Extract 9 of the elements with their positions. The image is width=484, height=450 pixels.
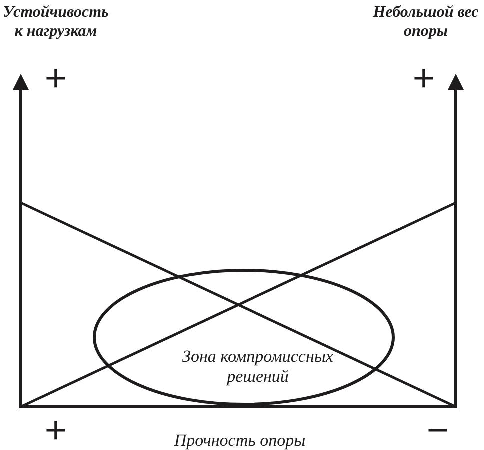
minus-sign: − [426,415,450,447]
plus-sign: + [412,63,436,95]
axis-title: Устойчивость к нагрузкам [2,3,110,41]
zone-label: Зона компромиссных решений [182,347,334,387]
plus-sign: + [44,415,68,447]
compromise-zone-ellipse [93,269,395,406]
plus-sign: + [44,63,68,95]
axis-title: Небольшой вес опоры [372,3,480,41]
axis-title: Прочность опоры [173,431,307,450]
